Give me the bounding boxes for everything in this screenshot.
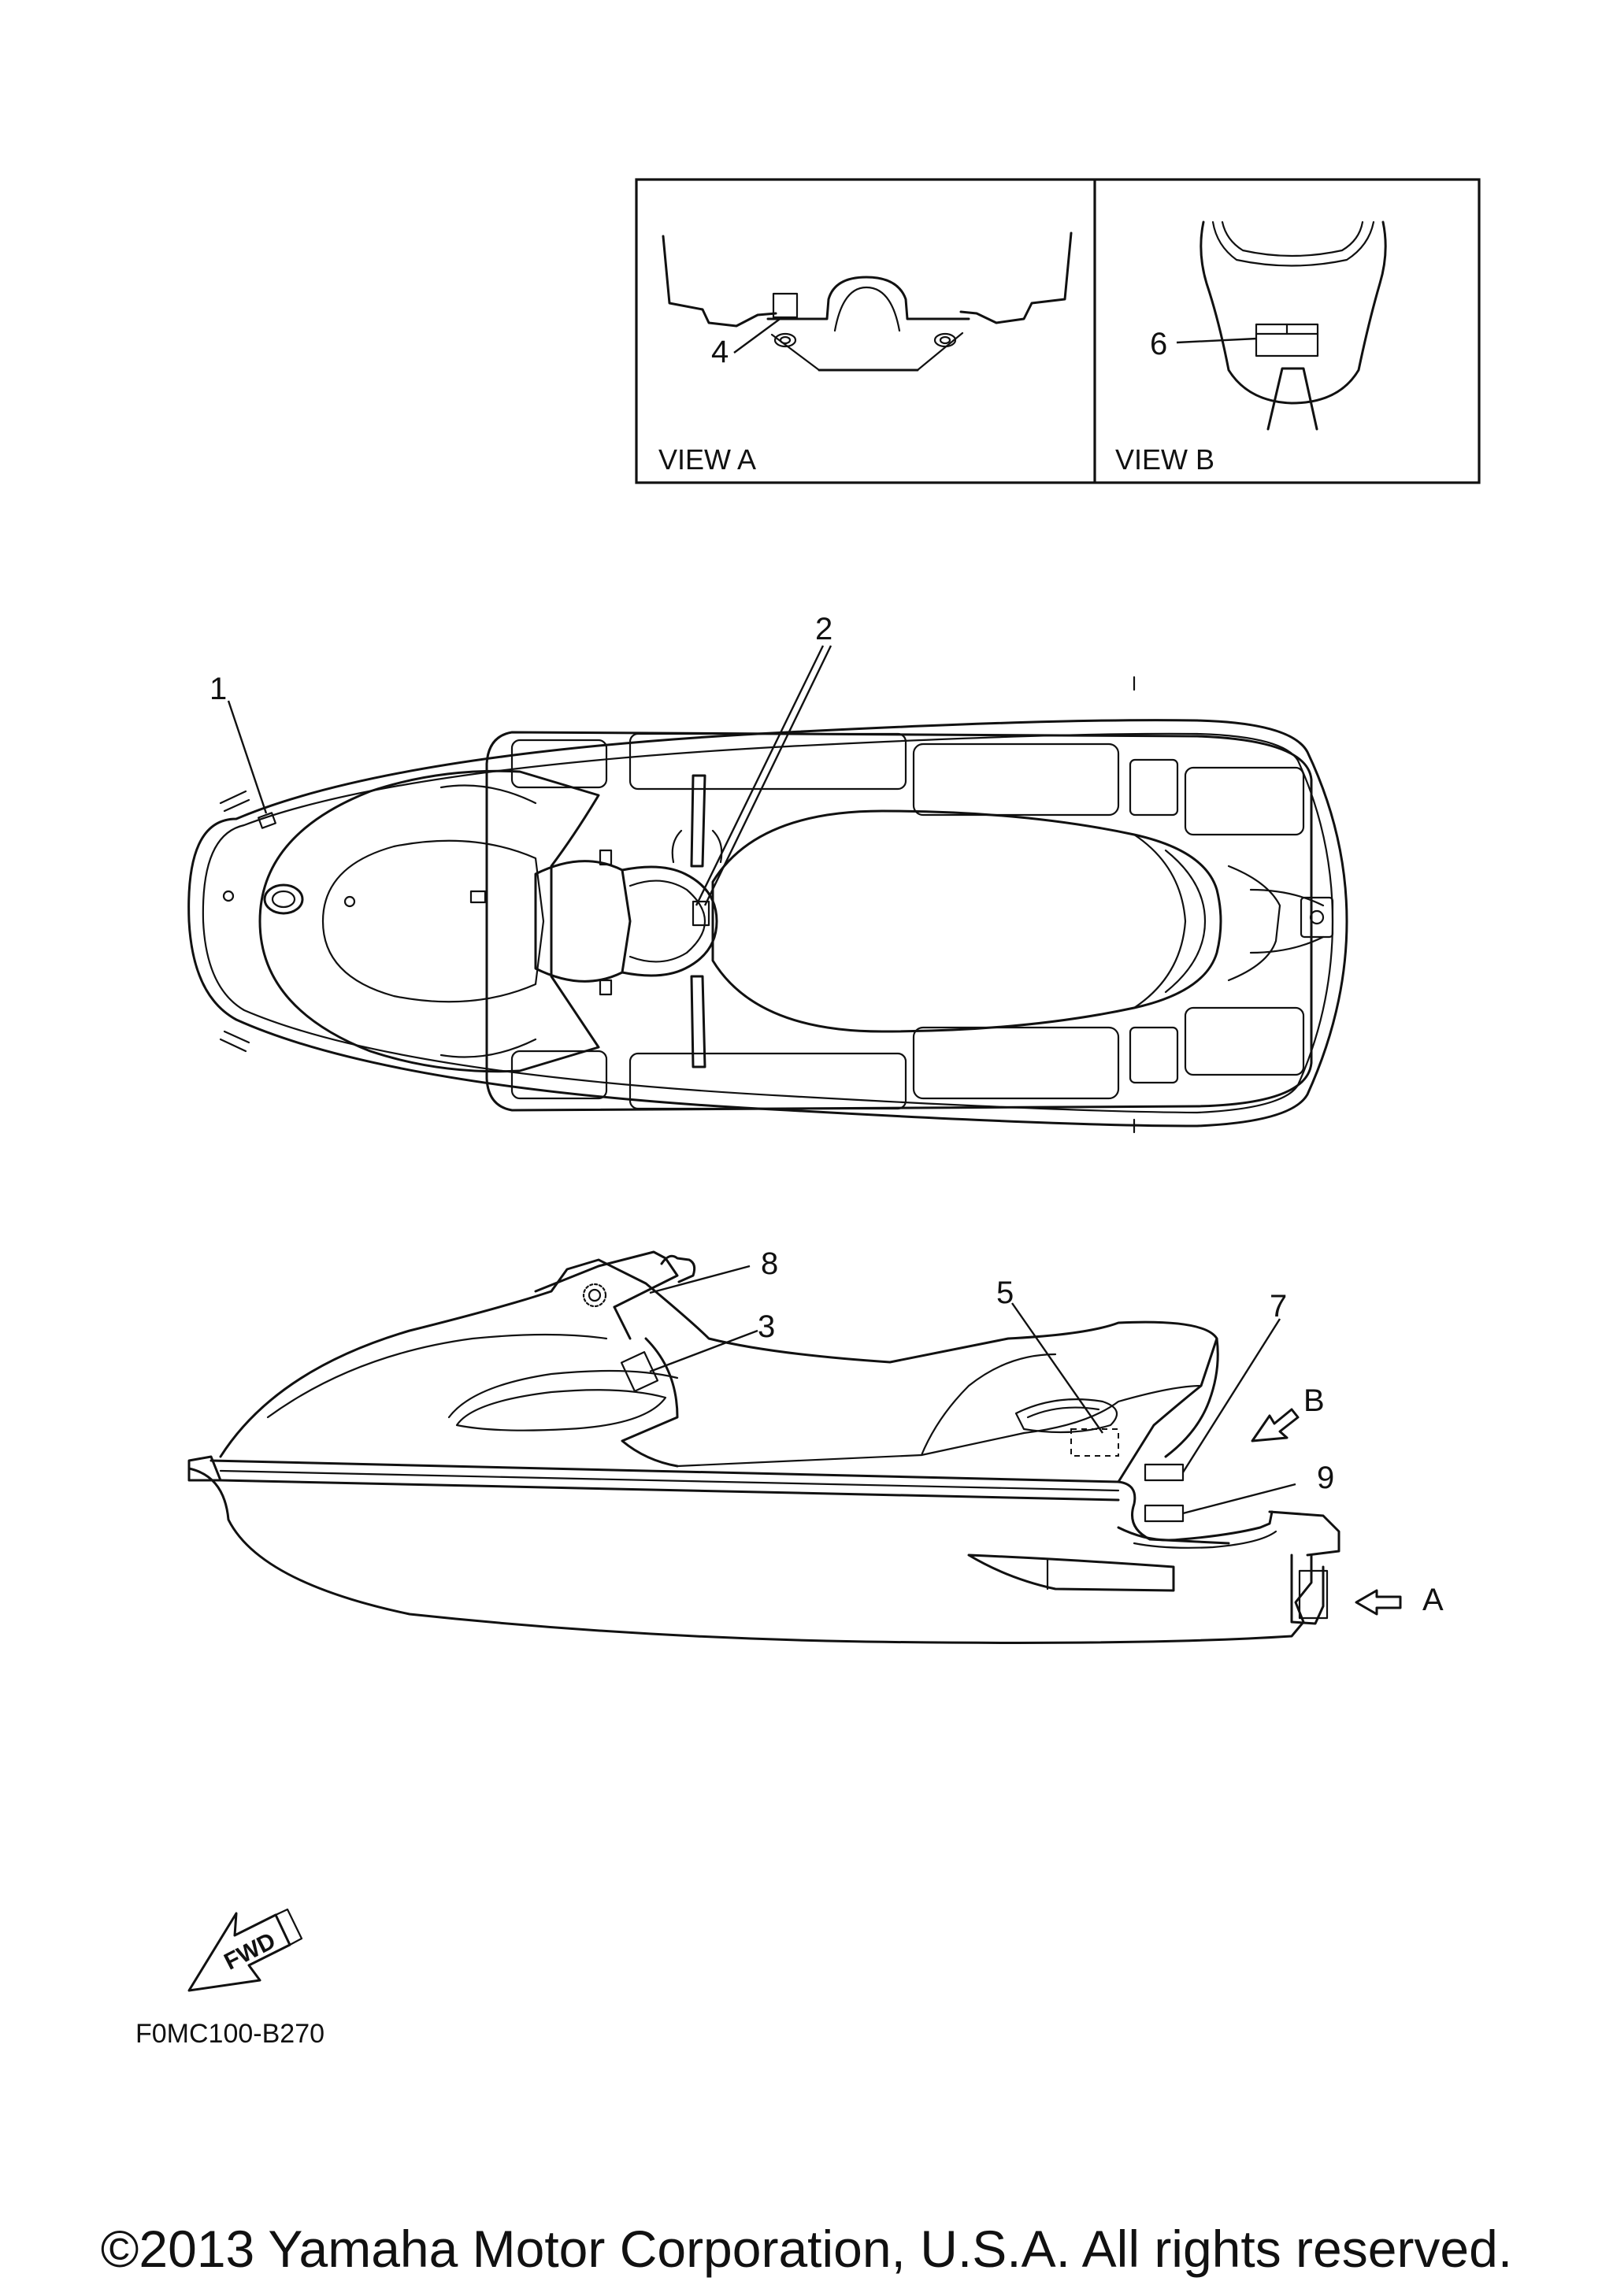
view-a-label: VIEW A — [658, 443, 756, 476]
callout-2: 2 — [815, 612, 832, 646]
callout-8: 8 — [761, 1246, 778, 1281]
callout-7: 7 — [1270, 1289, 1287, 1324]
view-a-arrow-icon — [1355, 1589, 1402, 1616]
callout-9: 9 — [1317, 1461, 1334, 1495]
label-7-marker — [1144, 1463, 1185, 1482]
label-4-marker — [772, 292, 799, 319]
callout-4: 4 — [711, 335, 729, 369]
top-view-watercraft — [187, 645, 1348, 1134]
view-a-drawing — [662, 231, 1073, 372]
view-b-label: VIEW B — [1115, 443, 1214, 476]
label-9-marker — [1144, 1504, 1185, 1523]
side-view-watercraft — [187, 1250, 1402, 1644]
view-b-drawing — [1176, 220, 1387, 431]
label-5-marker — [1070, 1428, 1119, 1457]
callout-3: 3 — [758, 1309, 775, 1344]
figure-code: F0MC100-B270 — [135, 2019, 324, 2049]
callout-6: 6 — [1150, 327, 1167, 361]
forward-arrow-icon: FWD — [187, 1908, 303, 1992]
inset-frame — [635, 178, 1481, 484]
inset-views: VIEW A VIEW B — [635, 178, 1481, 484]
callout-5: 5 — [996, 1276, 1014, 1310]
callouts: 1 2 3 4 5 6 7 8 9 B A — [210, 327, 1444, 1617]
label-3-marker — [620, 1351, 659, 1392]
view-b-arrow-icon — [1251, 1408, 1300, 1442]
direction-b: B — [1303, 1383, 1325, 1418]
callout-1: 1 — [210, 672, 227, 706]
label-1-marker — [258, 812, 276, 829]
label-2-marker — [692, 900, 710, 927]
copyright-notice: ©2013 Yamaha Motor Corporation, U.S.A. A… — [100, 2220, 1513, 2278]
direction-a: A — [1422, 1583, 1444, 1617]
